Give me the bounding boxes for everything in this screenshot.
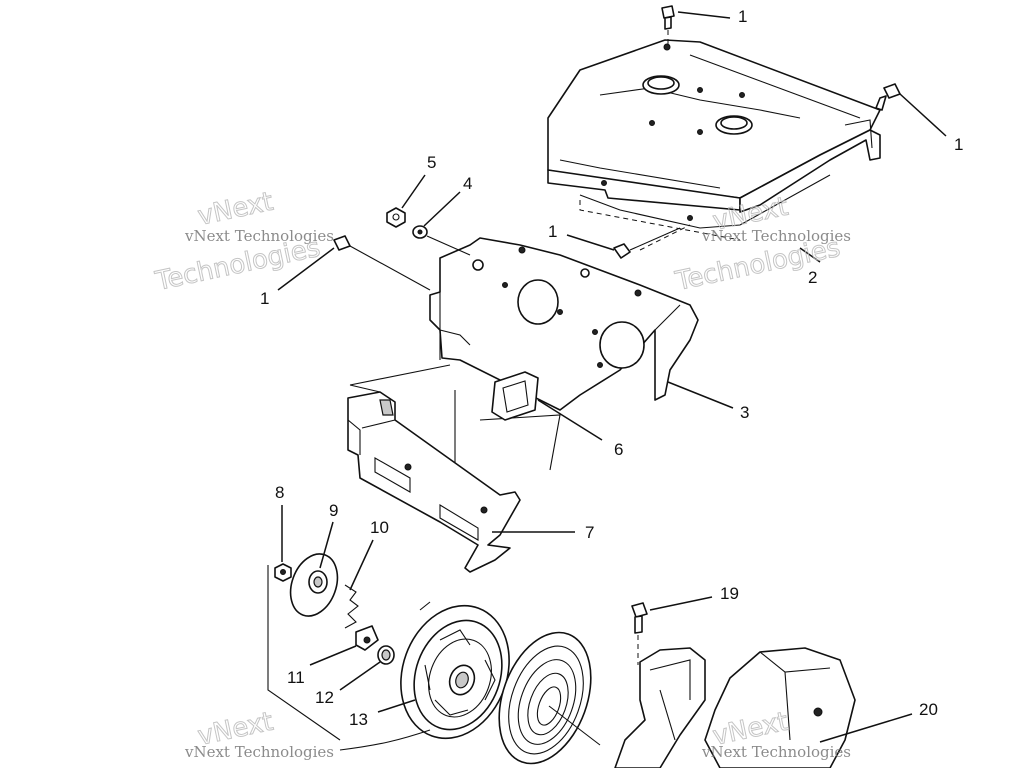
callout-6: 6 <box>614 440 623 459</box>
bolt-left <box>333 235 431 291</box>
leader-line <box>319 521 334 569</box>
leader-line <box>339 661 381 691</box>
part-back-plate <box>429 237 699 411</box>
construction-line <box>267 565 341 741</box>
callout-3: 3 <box>740 403 749 422</box>
construction-line <box>349 364 451 386</box>
leader-line <box>309 645 357 666</box>
nut-8 <box>274 563 292 582</box>
leader-line <box>799 247 821 263</box>
callout-5: 5 <box>427 153 436 172</box>
starter-cover-20 <box>704 647 856 769</box>
callout-1: 1 <box>738 7 747 26</box>
callout-1: 1 <box>954 135 963 154</box>
leader-line <box>677 11 731 19</box>
callout-1: 1 <box>260 289 269 308</box>
callout-8: 8 <box>275 483 284 502</box>
rope-pulley-13 <box>339 601 510 751</box>
spring-clip-10 <box>344 584 359 629</box>
part-shroud-top <box>547 39 881 241</box>
callout-10: 10 <box>370 518 389 537</box>
callout-7: 7 <box>585 523 594 542</box>
watermark-text: vNext Technologies <box>701 227 851 245</box>
part-gasket <box>491 371 539 421</box>
callout-9: 9 <box>329 501 338 520</box>
leader-line <box>349 539 374 591</box>
bolt-middle <box>613 224 691 259</box>
bushing-12 <box>377 645 395 665</box>
watermark-text: vNext Technologies <box>701 743 851 761</box>
construction-line <box>479 414 561 471</box>
construction-line <box>349 384 381 393</box>
watermark-text: vNext Technologies <box>184 743 334 761</box>
callout-20: 20 <box>919 700 938 719</box>
leader-line <box>566 234 615 251</box>
callout-12: 12 <box>315 688 334 707</box>
leader-line <box>423 191 461 227</box>
bolt-19 <box>631 602 648 665</box>
callout-13: 13 <box>349 710 368 729</box>
bolt-right <box>875 83 901 111</box>
part-bottom-bracket <box>347 391 521 573</box>
washer-4 <box>412 225 471 256</box>
watermark-text: vNext <box>195 187 276 232</box>
leader-line <box>401 174 426 209</box>
pulley-disc-9 <box>289 553 339 617</box>
leader-line <box>899 93 947 137</box>
leader-line <box>537 399 603 441</box>
callout-19: 19 <box>720 584 739 603</box>
leader-line <box>819 713 913 743</box>
bolt-top <box>661 5 675 45</box>
watermark-text: vNext Technologies <box>184 227 334 245</box>
callout-2: 2 <box>808 268 817 287</box>
leader-line <box>377 699 416 713</box>
nut-5 <box>386 207 406 228</box>
callout-4: 4 <box>463 174 472 193</box>
starter-housing-frame <box>614 647 706 769</box>
leader-line <box>667 381 734 409</box>
callout-11: 11 <box>287 668 305 687</box>
recoil-spring <box>498 631 601 765</box>
leader-line <box>649 596 713 611</box>
callout-1: 1 <box>548 222 557 241</box>
leader-line <box>277 247 335 291</box>
pawl-11 <box>355 625 379 651</box>
